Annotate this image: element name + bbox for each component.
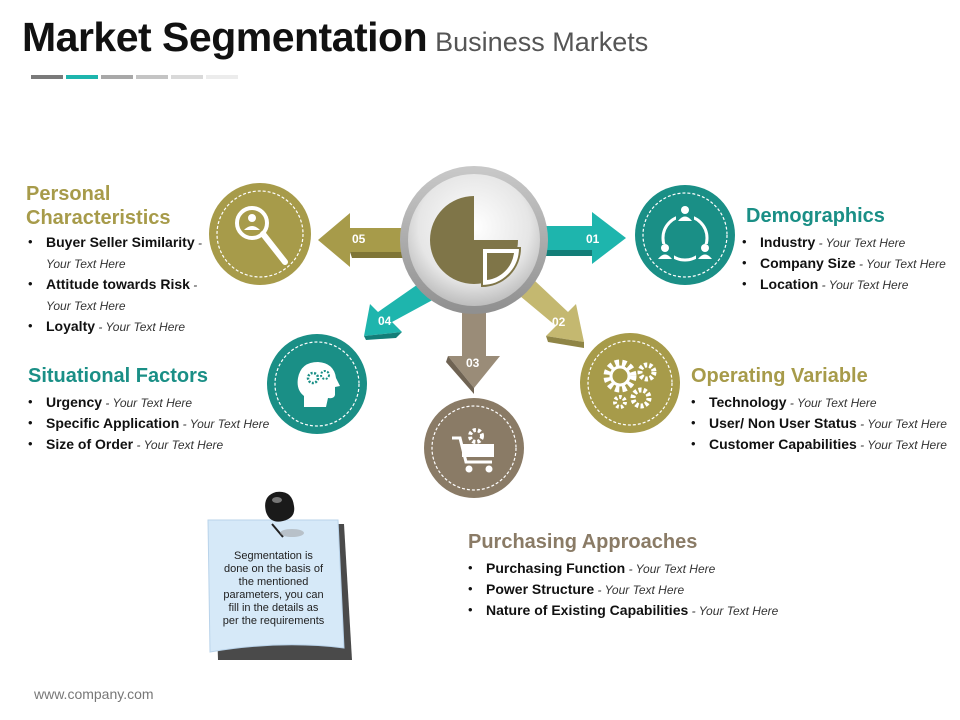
list-item: Location - Your Text Here (740, 274, 955, 295)
purchasing-list: Purchasing Function - Your Text Here Pow… (466, 558, 806, 621)
list-item: Power Structure - Your Text Here (466, 579, 806, 600)
situational-list: Urgency - Your Text Here Specific Applic… (26, 392, 286, 455)
shopping-cart-icon (452, 428, 494, 473)
center-pie-hub (400, 166, 548, 314)
magnifier-user-icon (235, 206, 288, 265)
arrow-01-label: 01 (586, 232, 600, 246)
list-item: Size of Order - Your Text Here (26, 434, 286, 455)
arrow-02-label: 02 (552, 315, 566, 329)
list-item: Customer Capabilities - Your Text Here (689, 434, 957, 455)
sticky-note (207, 519, 352, 660)
operating-heading: Operating Variable (691, 365, 868, 387)
head-gears-icon (297, 362, 340, 407)
list-item: Specific Application - Your Text Here (26, 413, 286, 434)
gears-icon (603, 359, 657, 409)
list-item: Loyalty - Your Text Here (26, 316, 216, 337)
situational-heading: Situational Factors (28, 365, 209, 387)
title-underline-bars (31, 75, 241, 93)
arrow-05-label: 05 (352, 232, 366, 246)
operating-list: Technology - Your Text Here User/ Non Us… (689, 392, 957, 455)
list-item: Buyer Seller Similarity -Your Text Here (26, 232, 216, 274)
demographics-heading: Demographics (746, 205, 885, 227)
list-item: Purchasing Function - Your Text Here (466, 558, 806, 579)
page-subtitle: Business Markets (435, 27, 649, 57)
list-item: Urgency - Your Text Here (26, 392, 286, 413)
list-item: User/ Non User Status - Your Text Here (689, 413, 957, 434)
list-item: Industry - Your Text Here (740, 232, 955, 253)
list-item: Technology - Your Text Here (689, 392, 957, 413)
purchasing-circle (424, 398, 524, 498)
purchasing-heading: Purchasing Approaches (468, 531, 698, 553)
arrow-04-label: 04 (378, 314, 392, 328)
people-cycle-icon (656, 206, 714, 262)
demographics-list: Industry - Your Text Here Company Size -… (740, 232, 955, 295)
arrow-02: 02 (520, 280, 584, 348)
list-item: Nature of Existing Capabilities - Your T… (466, 600, 806, 621)
footer-url: www.company.com (34, 686, 154, 702)
demographics-circle (635, 185, 735, 285)
pushpin-icon (265, 491, 304, 538)
arrow-05: 05 (318, 213, 415, 267)
arrow-03-label: 03 (466, 356, 480, 370)
arrow-01: 01 (540, 212, 626, 264)
personal-list: Buyer Seller Similarity -Your Text Here … (26, 232, 216, 337)
situational-circle (267, 334, 367, 434)
magnifier-circle (209, 183, 311, 285)
personal-heading: Personal Characteristics (26, 183, 171, 229)
arrow-03: 03 (446, 306, 500, 394)
sticky-note-text: Segmentation is done on the basis of the… (222, 550, 325, 627)
arrow-04: 04 (364, 280, 440, 340)
page-title: Market Segmentation (22, 14, 428, 60)
operating-circle (580, 333, 680, 433)
list-item: Company Size - Your Text Here (740, 253, 955, 274)
list-item: Attitude towards Risk -Your Text Here (26, 274, 216, 316)
